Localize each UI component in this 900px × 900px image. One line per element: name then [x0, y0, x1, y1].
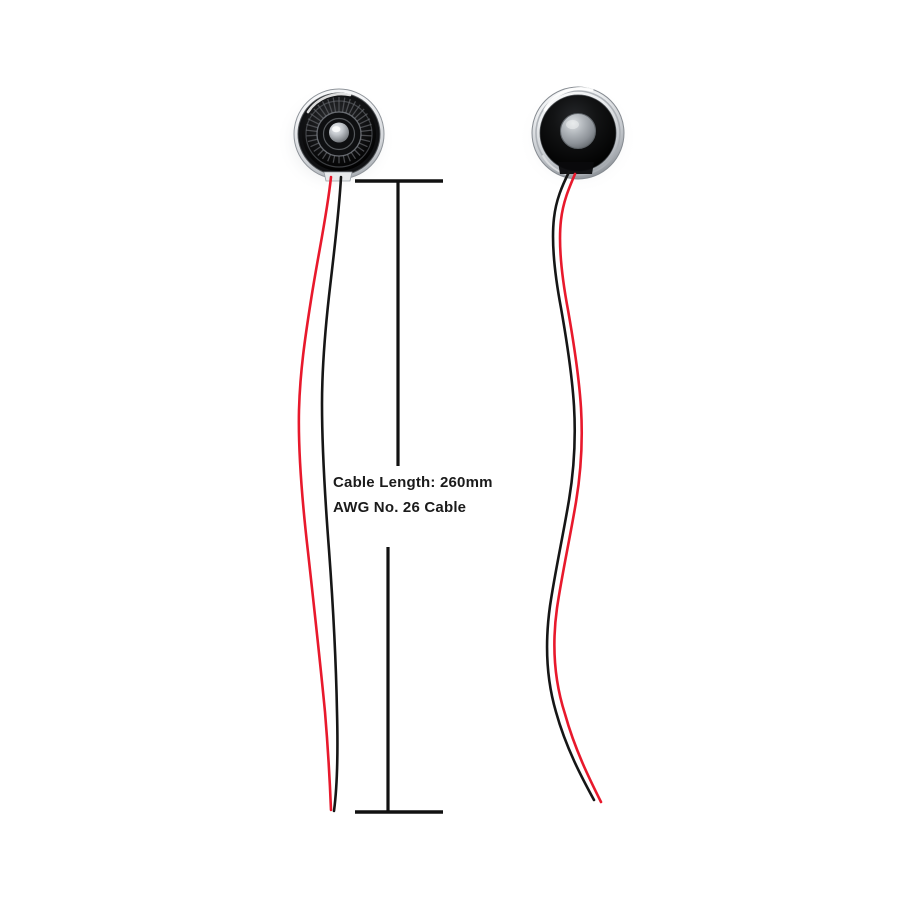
left-speaker-cable — [297, 175, 343, 813]
right-speaker-cable — [545, 170, 603, 804]
speaker-magnet-disc-edge — [559, 112, 597, 150]
left-cable-black-wire — [320, 175, 343, 813]
speaker-front-view — [276, 84, 396, 196]
left-cable-red-wire — [297, 175, 333, 812]
speaker-cone-mid-ring-edge — [316, 111, 362, 157]
right-cable-red-wire — [553, 172, 603, 804]
cable-length-dimension — [355, 179, 443, 814]
speaker-front-terminal-tab — [323, 171, 353, 182]
speaker-cone-inner-ring — [322, 117, 356, 151]
speaker-magnet-highlight — [566, 119, 579, 130]
speaker-rear-rim-edge — [531, 86, 625, 180]
speaker-cone-outer-groove — [305, 100, 373, 168]
speaker-center-dome — [329, 122, 349, 143]
speaker-front-rim-gloss — [306, 92, 352, 114]
awg-cable-label: AWG No. 26 Cable — [333, 499, 467, 516]
speaker-rear-view — [518, 82, 638, 194]
speaker-dome-specular-highlight — [332, 126, 341, 133]
right-cable-black-wire — [545, 170, 596, 802]
speaker-rear-terminal-block — [558, 162, 594, 174]
speaker-rear-rim-gloss — [543, 87, 594, 112]
speaker-rear-rim-inner-step — [535, 90, 621, 176]
cable-length-label: Cable Length: 260mm — [333, 474, 493, 491]
